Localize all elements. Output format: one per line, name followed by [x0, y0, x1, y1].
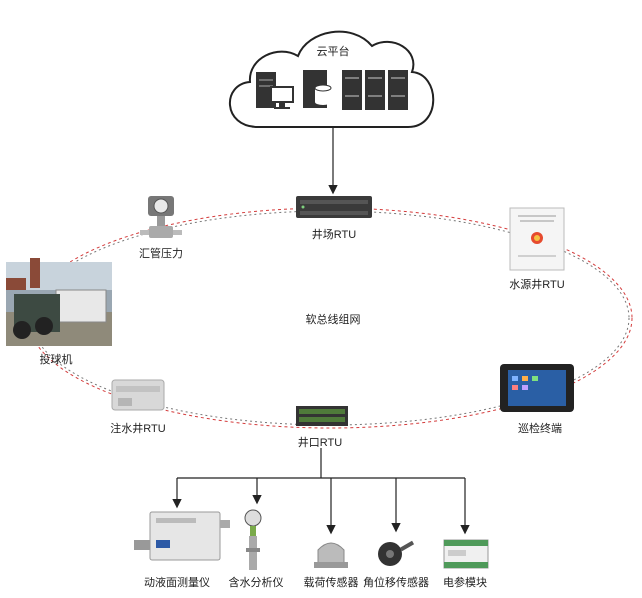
ball-launcher-label: 投球机 [39, 354, 73, 366]
ball-launcher-photo [6, 258, 112, 346]
pressure-transmitter-icon [140, 196, 182, 238]
center-label: 软总线组网 [305, 314, 361, 326]
monitor-icon [270, 86, 294, 109]
site-rtu-device [296, 196, 372, 218]
water-cut-analyzer-device [244, 509, 262, 570]
load-sensor-device [314, 542, 348, 568]
rack-server-icon-3 [388, 70, 408, 110]
sensor-label-level-meter: 动液面测量仪 [144, 577, 210, 589]
wellhead-rtu-label: 井口RTU [297, 437, 343, 449]
sensor-label-load: 载荷传感器 [303, 577, 359, 589]
cloud-label: 云平台 [316, 46, 350, 58]
sensor-label-power: 电参模块 [443, 577, 487, 589]
inspection-terminal-tablet [500, 364, 574, 412]
sensor-bus [172, 448, 470, 535]
soft-bus-ring-red [27, 207, 633, 429]
water-source-rtu-label: 水源井RTU [509, 279, 565, 291]
injection-well-rtu-device [111, 379, 165, 411]
manifold-pressure-label: 汇管压力 [139, 248, 183, 260]
angle-sensor-device [378, 540, 415, 566]
site-rtu-label: 井场RTU [311, 229, 357, 241]
cloud-platform [228, 30, 435, 128]
sensor-label-water-cut: 含水分析仪 [228, 577, 284, 589]
sensor-label-angle: 角位移传感器 [363, 577, 429, 589]
water-source-rtu-cabinet [509, 207, 565, 271]
power-module-device [443, 539, 489, 569]
rack-server-icon-1 [342, 70, 362, 110]
wellhead-rtu-device [296, 406, 348, 426]
inspection-terminal-label: 巡检终端 [518, 423, 562, 435]
level-meter-device [134, 511, 230, 561]
rack-server-icon-2 [365, 70, 385, 110]
database-server-icon [303, 70, 332, 108]
injection-well-rtu-label: 注水井RTU [110, 423, 166, 435]
